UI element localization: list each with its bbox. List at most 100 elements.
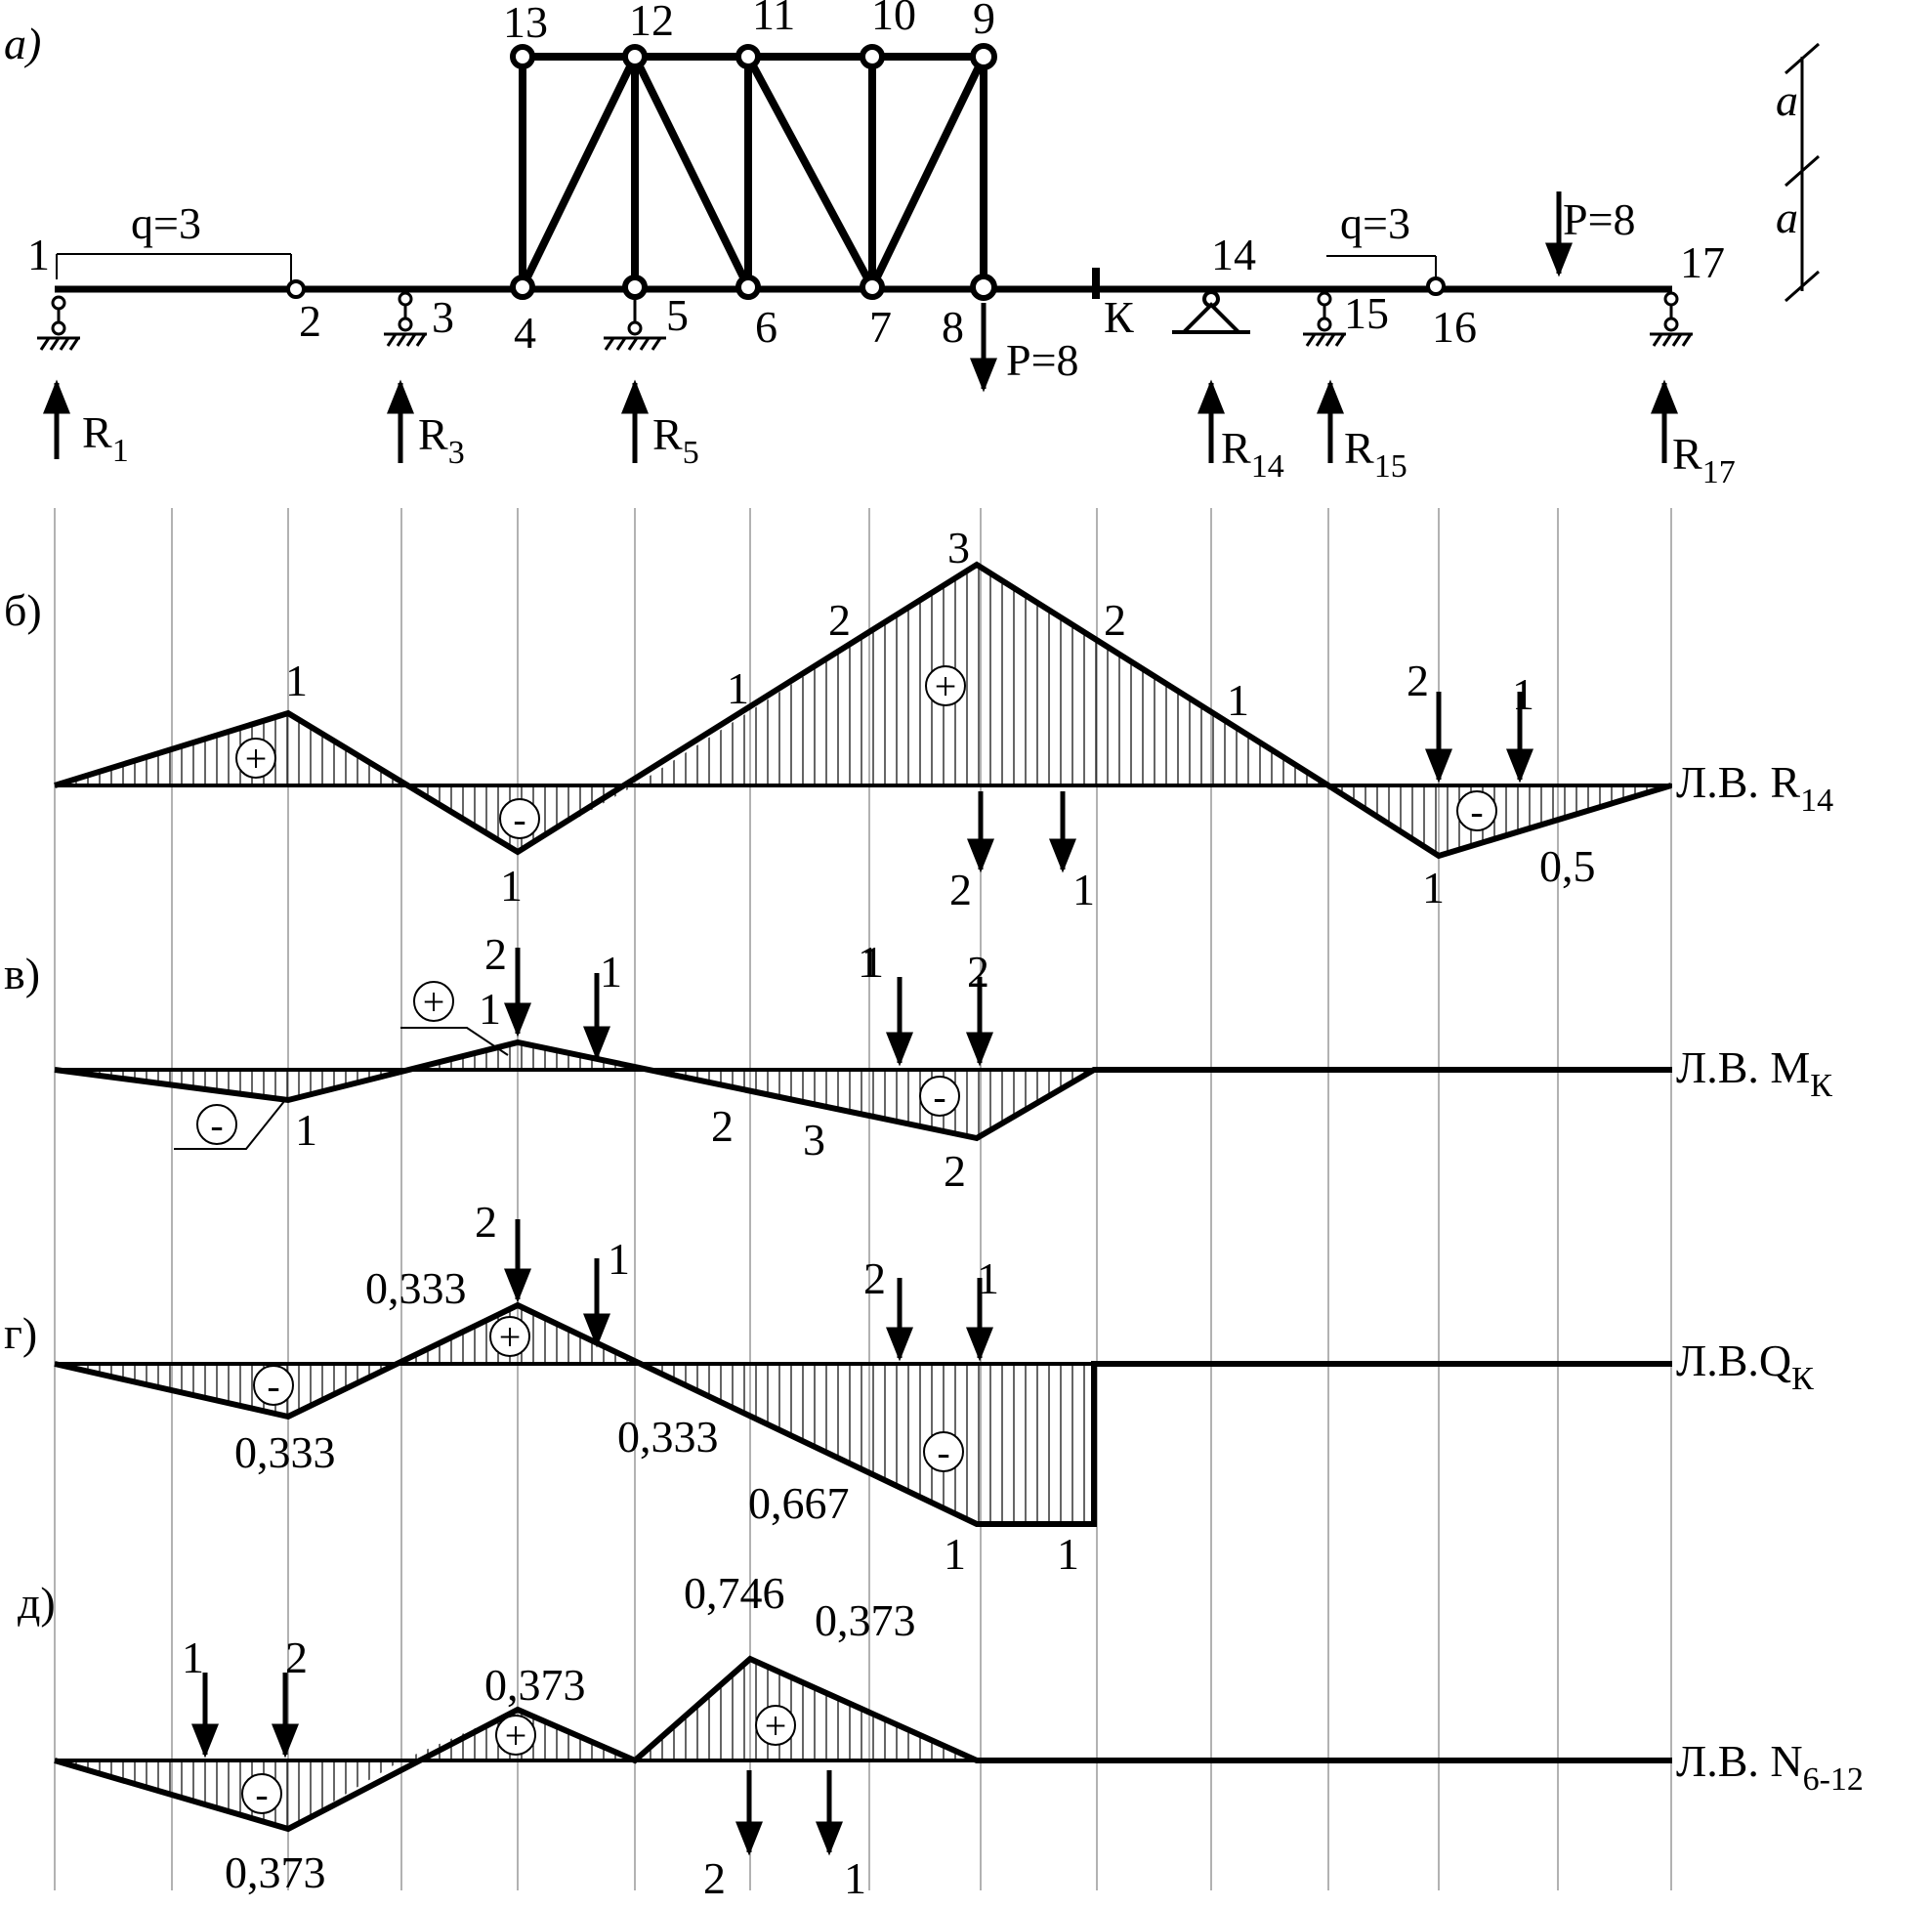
sign-leaders: [174, 1027, 509, 1150]
il-qk: [54, 1301, 1672, 1527]
il-n6-12: [54, 1655, 1672, 1833]
panel-label-r14: б): [4, 585, 42, 635]
il-r14-sign-0: +: [245, 737, 268, 781]
node-label-12: 12: [629, 0, 674, 45]
il-n6-12-value-2: 0,746: [684, 1568, 785, 1618]
il-n6-12-sign-1: +: [505, 1714, 527, 1758]
il-qk-value-5: 1: [1057, 1529, 1079, 1579]
il-mk-value-7: 2: [484, 929, 507, 979]
reaction-label-R3: R3: [418, 409, 465, 471]
distributed-load-left: [56, 253, 292, 281]
node-label-4: 4: [514, 308, 536, 358]
il-n6-12-value-0: 0,373: [225, 1847, 326, 1897]
il-qk-sign-1: +: [499, 1315, 522, 1359]
il-mk: [54, 1039, 1672, 1142]
support-15: [1303, 291, 1346, 347]
il-mk-value-9: 2: [967, 947, 989, 996]
node-label-8: 8: [942, 302, 964, 352]
il-qk-value-9: 1: [977, 1253, 999, 1303]
reaction-arrows: [43, 379, 1678, 463]
il-mk-value-5: 1: [600, 947, 622, 996]
il-qk-value-7: 1: [608, 1234, 630, 1284]
reaction-label-R5: R5: [652, 409, 699, 471]
reaction-label-R14: R14: [1221, 423, 1284, 485]
support-1: [37, 295, 80, 351]
roller-supports: [37, 291, 1693, 351]
il-qk-value-8: 2: [863, 1253, 886, 1303]
panel-label-n6-12: д): [18, 1578, 56, 1628]
il-r14-sign-2: +: [935, 664, 957, 708]
node-label-11: 11: [752, 0, 795, 39]
support-5: [604, 297, 666, 351]
dim-label-lower: a: [1776, 192, 1798, 242]
il-n6-12-value-4: 1: [182, 1632, 204, 1682]
il-qk-value-1: 0,333: [617, 1412, 719, 1462]
il-qk-value-2: 0,333: [365, 1263, 467, 1313]
il-r14-sign-1: -: [513, 797, 525, 841]
il-n6-12-sign-0: -: [255, 1772, 268, 1816]
node-label-7: 7: [869, 302, 892, 352]
node-label-13: 13: [503, 0, 548, 47]
q-right-label: q=3: [1340, 198, 1410, 248]
truss-joints: [510, 43, 997, 301]
node-label-17: 17: [1680, 237, 1725, 287]
node-label-6: 6: [755, 302, 777, 352]
il-mk-sign-1: -: [210, 1103, 223, 1147]
il-name-mk: Л.В. МК: [1676, 1042, 1832, 1104]
il-r14-value-10: 1: [1072, 865, 1095, 914]
panel-label-qk: г): [4, 1308, 37, 1358]
il-name-n6-12: Л.В. N6-12: [1676, 1736, 1864, 1798]
il-mk-value-4: 2: [944, 1146, 966, 1196]
reaction-label-R15: R15: [1344, 423, 1407, 485]
il-r14-value-1: 1: [500, 861, 523, 911]
il-r14: [54, 561, 1672, 860]
hinges: [286, 276, 1446, 299]
il-r14-value-5: 2: [1104, 595, 1126, 645]
sign-circles: [196, 665, 1497, 1814]
dimension-line: [1785, 42, 1820, 303]
support-17: [1650, 291, 1693, 347]
il-n6-12-value-7: 1: [844, 1853, 866, 1903]
il-r14-value-4: 3: [947, 523, 970, 572]
distributed-load-right: [1326, 255, 1437, 277]
node-label-10: 10: [871, 0, 916, 39]
il-n6-12-value-1: 0,373: [484, 1660, 586, 1710]
pinned-support-14: [1172, 290, 1250, 334]
il-r14-value-12: 1: [1512, 669, 1534, 719]
il-qk-value-6: 2: [475, 1197, 497, 1247]
node-label-16: 16: [1432, 302, 1477, 352]
il-r14-value-8: 1: [1422, 863, 1445, 912]
reaction-label-R1: R1: [82, 407, 129, 469]
il-r14-value-7: 0,5: [1539, 841, 1596, 891]
il-mk-value-2: 2: [711, 1101, 734, 1151]
dim-label-upper: a: [1776, 75, 1798, 125]
il-name-r14: Л.В. R14: [1676, 757, 1833, 819]
node-label-9: 9: [973, 0, 995, 43]
il-mk-value-1: 1: [295, 1105, 317, 1155]
q-left-label: q=3: [131, 198, 201, 248]
p-node8-label: P=8: [1006, 335, 1079, 385]
il-name-qk: Л.В.QК: [1676, 1336, 1814, 1397]
panel-label-a: а): [4, 19, 41, 68]
il-r14-value-9: 2: [949, 865, 972, 914]
node-label-14: 14: [1211, 230, 1256, 279]
truss: [519, 53, 987, 291]
il-qk-sign-0: -: [267, 1364, 279, 1408]
position-arrows: [191, 692, 1533, 1856]
il-r14-value-6: 1: [1227, 675, 1249, 725]
il-mk-sign-0: +: [423, 980, 445, 1024]
section-label-k: К: [1104, 292, 1134, 342]
il-mk-sign-2: -: [933, 1075, 945, 1119]
il-r14-value-11: 2: [1407, 656, 1429, 705]
panel-label-mk: в): [4, 949, 40, 998]
node-label-3: 3: [432, 292, 454, 342]
il-mk-value-6: 1: [858, 937, 880, 987]
il-n6-12-value-5: 2: [285, 1632, 308, 1682]
node-label-1: 1: [27, 230, 50, 279]
il-mk-value-0: 1: [479, 984, 501, 1034]
il-qk-value-3: 0,667: [748, 1478, 850, 1528]
il-r14-value-3: 2: [828, 595, 851, 645]
support-3: [384, 291, 427, 347]
